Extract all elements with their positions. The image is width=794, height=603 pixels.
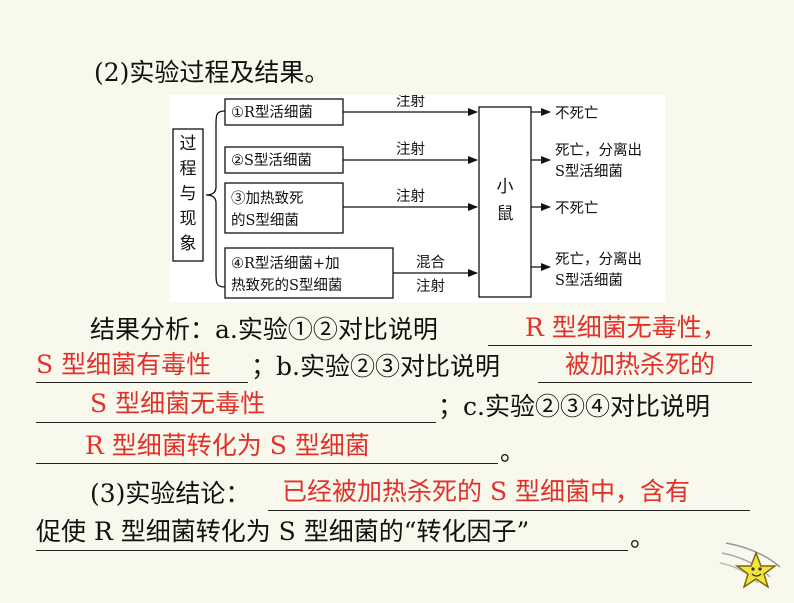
process-label-char: 象	[180, 234, 197, 254]
result-4-line2: S型活细菌	[555, 272, 623, 289]
conclusion-underline-1	[268, 510, 750, 511]
experiment-3-label-line1: ③加热致死	[231, 190, 304, 207]
answer-c: R 型细菌转化为 S 型细菌	[85, 431, 370, 460]
experiment-4-label-line1: ④R型活细菌+加	[231, 255, 340, 272]
result-2-line1: 死亡，分离出	[555, 142, 642, 159]
experiment-1-label: ①R型活细菌	[231, 104, 313, 121]
process-label-char: 程	[180, 159, 197, 179]
process-label-char: 与	[180, 184, 197, 204]
experiment-2-label: ②S型活细菌	[231, 152, 312, 169]
analysis-end-mark: 。	[500, 437, 526, 466]
conclusion-end-mark: 。	[630, 523, 656, 552]
action-exp2: 注射	[396, 141, 425, 158]
experiment-box-1	[224, 98, 344, 126]
action-exp3: 注射	[396, 188, 425, 205]
mouse-box	[478, 106, 532, 298]
answer-b-underline-2	[36, 422, 436, 423]
conclusion-underline-2	[36, 550, 628, 551]
action-exp4-line1: 混合	[416, 254, 445, 271]
process-label-char: 过	[180, 134, 197, 154]
conclusion-label: (3)实验结论：	[90, 479, 251, 508]
answer-a-underline-1	[488, 345, 752, 346]
result-2-line2: S型活细菌	[555, 163, 623, 180]
answer-b-part1: 被加热杀死的	[565, 350, 716, 379]
conclusion-answer-part2: 促使 R 型细菌转化为 S 型细菌的“转化因子”	[36, 517, 530, 546]
result-3: 不死亡	[555, 200, 599, 217]
answer-a-part1: R 型细菌无毒性，	[525, 313, 727, 342]
conclusion-answer-part1: 已经被加热杀死的 S 型细菌中，含有	[282, 477, 691, 506]
answer-b-part2: S 型细菌无毒性	[90, 389, 266, 418]
experiment-4-label-line2: 热致死的S型细菌	[231, 277, 342, 294]
process-label-char: 现	[180, 209, 197, 229]
star-decoration-icon	[718, 533, 788, 597]
action-exp4-line2: 注射	[416, 278, 445, 295]
process-label-box	[172, 128, 204, 262]
experiment-box-4	[224, 247, 394, 299]
answer-a-underline-2	[36, 382, 248, 383]
answer-b-underline-1	[538, 382, 752, 383]
section-heading-process: (2)实验过程及结果。	[94, 58, 330, 87]
experiment-diagram: 过 程 与 现 象 ①R型活细菌 ②S型活细菌 ③加热致死 的S型细菌 ④R型活…	[170, 95, 665, 302]
analysis-b-prefix: ；b.实验②③对比说明	[251, 352, 500, 381]
analysis-c-prefix: ；c.实验②③④对比说明	[438, 392, 710, 421]
diagram-svg: 过 程 与 现 象 ①R型活细菌 ②S型活细菌 ③加热致死 的S型细菌 ④R型活…	[172, 95, 642, 299]
grouping-brace	[205, 110, 226, 288]
analysis-intro: 结果分析：a.实验①②对比说明	[90, 315, 438, 344]
result-4-line1: 死亡，分离出	[555, 251, 642, 268]
action-exp1: 注射	[396, 95, 425, 110]
mouse-label-char: 鼠	[497, 204, 514, 224]
answer-c-underline	[36, 463, 498, 464]
result-1: 不死亡	[555, 105, 599, 122]
answer-a-part2: S 型细菌有毒性	[36, 350, 212, 379]
experiment-box-3	[224, 182, 344, 234]
mouse-label-char: 小	[497, 177, 514, 197]
experiment-box-2	[224, 146, 344, 174]
experiment-3-label-line2: 的S型细菌	[231, 212, 299, 229]
